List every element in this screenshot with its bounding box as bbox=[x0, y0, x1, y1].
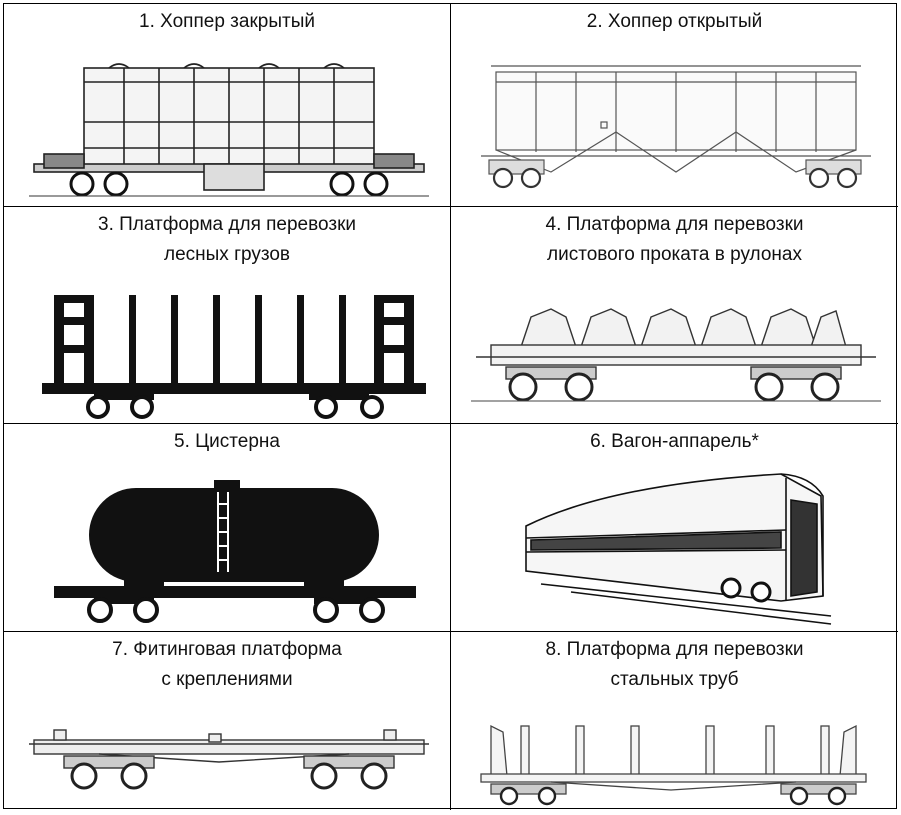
cell-coil-platform: 4. Платформа для перевозки листового про… bbox=[451, 207, 898, 424]
caption-timber-platform: 3. Платформа для перевозки лесных грузов bbox=[98, 214, 356, 265]
caption-open-hopper: 2. Хоппер открытый bbox=[586, 11, 763, 32]
caption-car-carrier: 6. Вагон-аппарель* bbox=[590, 431, 759, 452]
cell-container-platform: 7. Фитинговая платформа с креплениями bbox=[4, 632, 451, 810]
caption-tank: 5. Цистерна bbox=[174, 431, 280, 452]
timber-platform-wagon-icon bbox=[42, 295, 426, 419]
caption-container-platform: 7. Фитинговая платформа с креплениями bbox=[112, 639, 342, 690]
caption-coil-platform: 4. Платформа для перевозки листового про… bbox=[545, 214, 804, 265]
car-carrier-wagon-icon bbox=[525, 473, 832, 625]
cell-tank: 5. Цистерна bbox=[4, 424, 451, 632]
pipe-platform-wagon-icon bbox=[480, 724, 867, 806]
caption-pipe-platform: 8. Платформа для перевозки стальных труб bbox=[545, 639, 804, 690]
caption-closed-hopper: 1. Хоппер закрытый bbox=[139, 11, 315, 32]
cell-closed-hopper: 1. Хоппер закрытый bbox=[4, 4, 451, 207]
open-hopper-wagon-icon bbox=[481, 65, 871, 189]
container-platform-wagon-icon bbox=[29, 729, 429, 790]
wagon-types-table: 1. Хоппер закрытый bbox=[3, 3, 898, 810]
closed-hopper-wagon-icon bbox=[29, 63, 429, 197]
cell-timber-platform: 3. Платформа для перевозки лесных грузов bbox=[4, 207, 451, 424]
tank-wagon-icon bbox=[54, 480, 416, 623]
cell-car-carrier: 6. Вагон-аппарель* bbox=[451, 424, 898, 632]
cell-pipe-platform: 8. Платформа для перевозки стальных труб bbox=[451, 632, 898, 810]
coil-platform-wagon-icon bbox=[471, 308, 881, 402]
cell-open-hopper: 2. Хоппер открытый bbox=[451, 4, 898, 207]
